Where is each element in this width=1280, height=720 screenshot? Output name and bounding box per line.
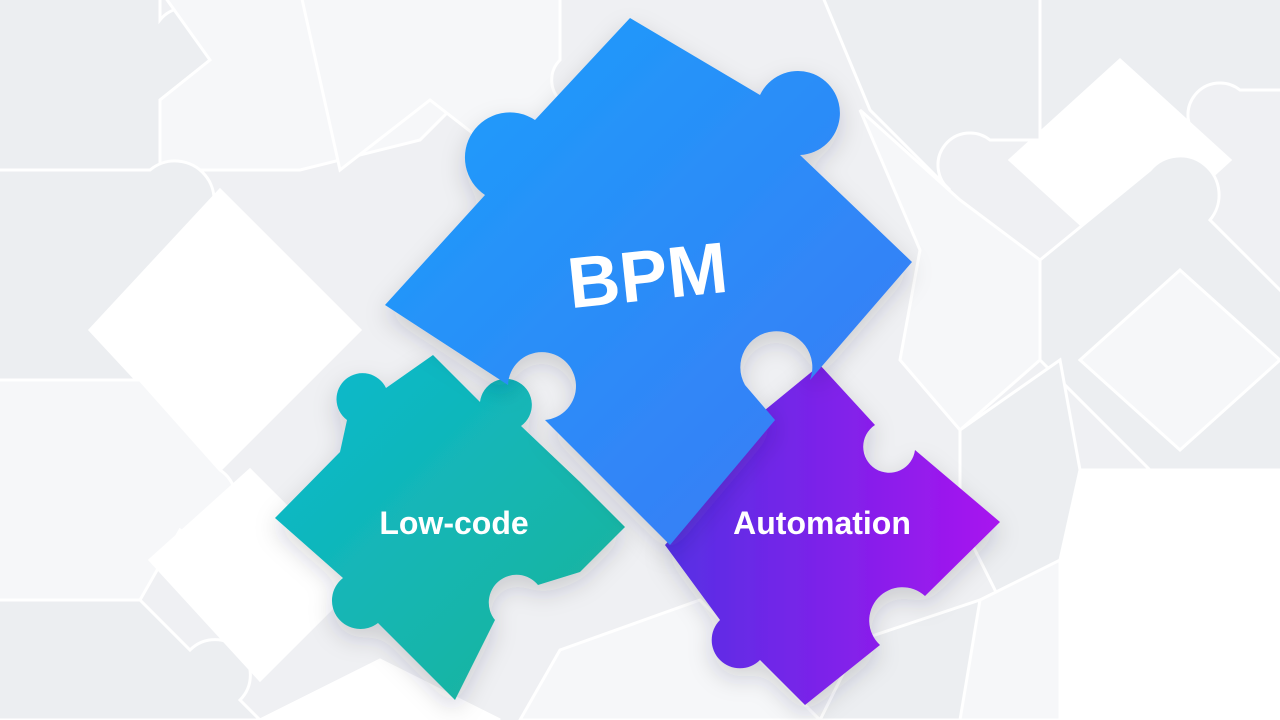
bpm-label: BPM [564, 228, 731, 324]
automation-label: Automation [733, 505, 911, 541]
lowcode-label: Low-code [379, 505, 528, 541]
puzzle-piece-lowcode [275, 355, 625, 700]
puzzle-piece-bpm [385, 18, 912, 545]
